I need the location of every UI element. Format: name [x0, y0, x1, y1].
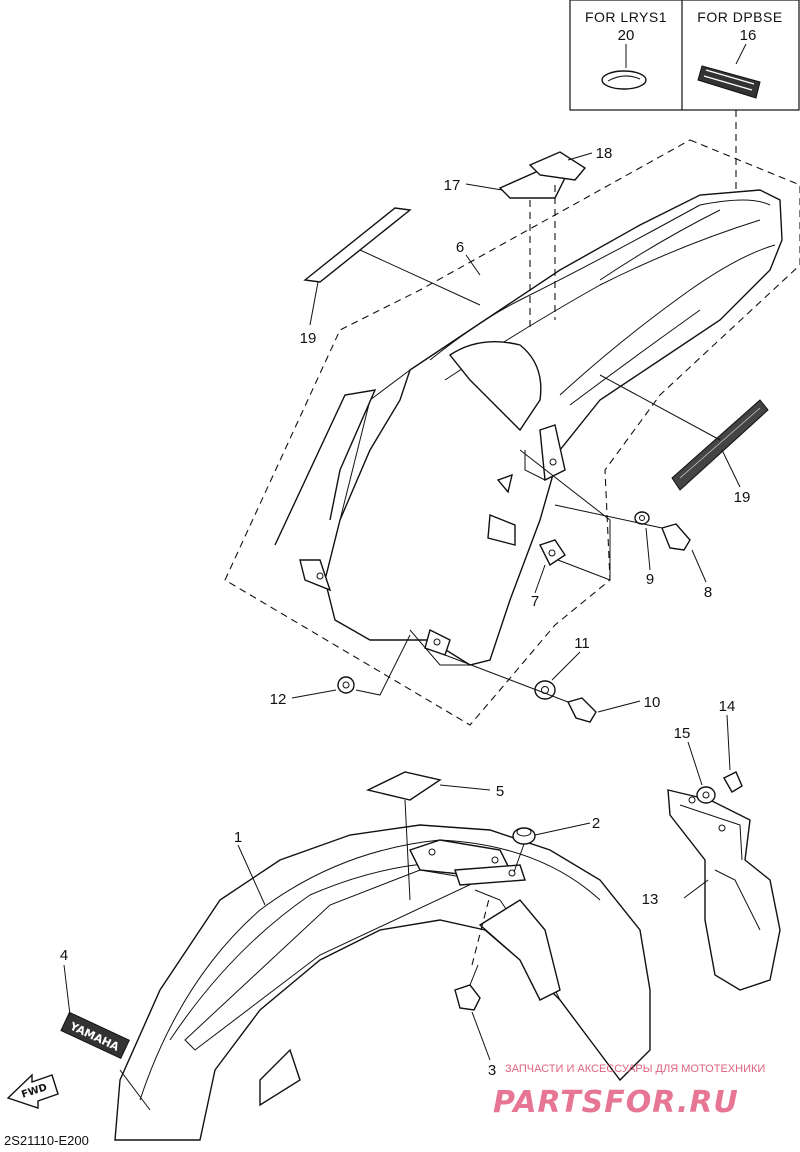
fork-guard-group — [667, 771, 781, 991]
callout-1: 1 — [234, 829, 242, 846]
rear-fender-bracket — [539, 424, 566, 482]
fwd-arrow-icon — [6, 1073, 59, 1109]
rear-fender-side-flap — [274, 389, 377, 546]
bolt-8 — [661, 523, 691, 551]
callout-9: 9 — [646, 571, 654, 588]
variant-right-number: 16 — [740, 27, 757, 44]
callout-13: 13 — [642, 891, 659, 908]
callout-4: 4 — [60, 947, 68, 964]
emblem-20-shape — [601, 70, 647, 90]
front-fender-group: YAMAHA — [60, 771, 651, 1141]
rear-fender-group — [224, 139, 800, 726]
watermark-brand: PARTSFOR.RU — [493, 1085, 739, 1120]
callout-10: 10 — [644, 694, 661, 711]
fwd-arrow: FWD — [6, 1073, 59, 1109]
leader-lines — [237, 152, 741, 1061]
collar-11 — [534, 680, 556, 700]
callout-14: 14 — [719, 698, 736, 715]
variant-left-header: FOR LRYS1 — [585, 9, 667, 25]
callout-3: 3 — [488, 1062, 496, 1079]
washer-15 — [696, 786, 716, 804]
grommet-12 — [337, 676, 355, 694]
callout-19-right: 19 — [734, 489, 751, 506]
callout-12: 12 — [270, 691, 287, 708]
callout-6: 6 — [456, 239, 464, 256]
callout-8: 8 — [704, 584, 712, 601]
callout-17: 17 — [444, 177, 461, 194]
decal-5 — [365, 771, 442, 801]
strip-18 — [528, 151, 587, 181]
fork-guard-13 — [667, 789, 781, 991]
bolt-10 — [566, 697, 597, 723]
watermark-tagline: ЗАПЧАСТИ И АКСЕССУАРЫ ДЛЯ МОТОТЕХНИКИ — [505, 1063, 765, 1075]
bolt-3 — [454, 984, 481, 1011]
rear-fender-mount-tab — [299, 559, 332, 592]
callout-18: 18 — [596, 145, 613, 162]
fender-inner-brace — [478, 899, 561, 1001]
variant-box: FOR LRYS1 20 FOR DPBSE 16 — [569, 0, 800, 190]
decal-19-left — [303, 207, 412, 283]
callout-5: 5 — [496, 783, 504, 800]
variant-left-number: 20 — [618, 27, 635, 44]
rear-fender-inner-cup — [448, 340, 542, 432]
callout-11: 11 — [574, 635, 590, 652]
yamaha-decal-4: YAMAHA — [60, 1011, 130, 1060]
callout-15: 15 — [674, 725, 691, 742]
variant-right-header: FOR DPBSE — [697, 9, 782, 25]
callout-7: 7 — [531, 593, 539, 610]
callout-numbers: 1 2 3 4 5 6 7 8 9 10 11 12 13 14 15 17 1… — [60, 145, 751, 1079]
nut-7 — [539, 539, 566, 567]
screw-14 — [723, 771, 743, 793]
callout-19-left: 19 — [300, 330, 317, 347]
callout-2: 2 — [592, 815, 600, 832]
diagram-code: 2S21110-E200 — [4, 1133, 89, 1148]
